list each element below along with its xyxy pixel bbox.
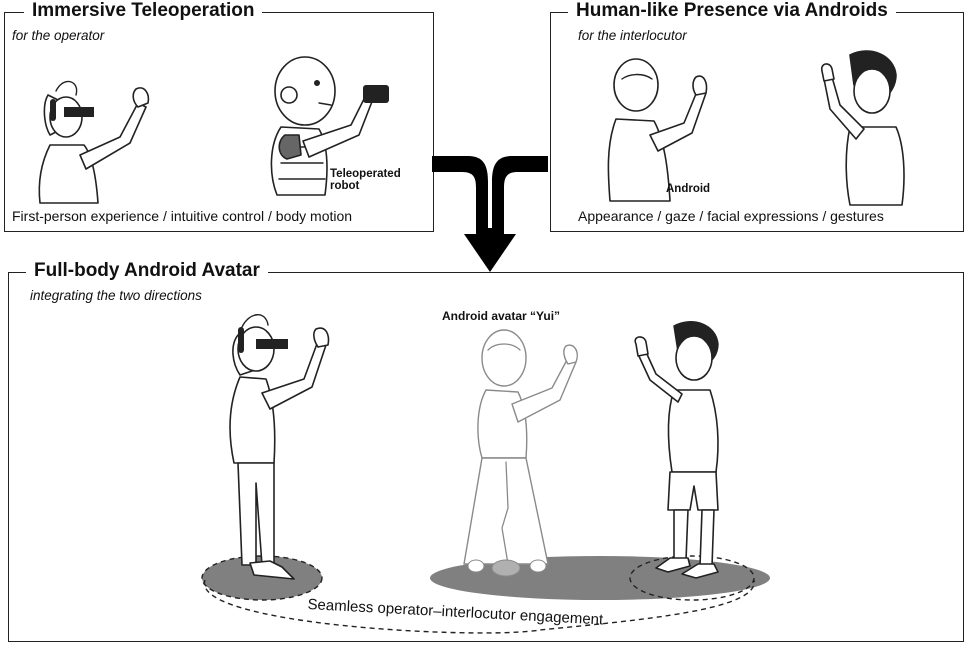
operator-hand	[132, 87, 150, 108]
android-avatar-yui	[463, 329, 578, 577]
merge-arrow-icon	[432, 156, 548, 272]
robot-ear	[280, 86, 298, 104]
interlocutor-large-shirt	[667, 389, 719, 473]
panel-subtitle-interlocutor: for the interlocutor	[578, 28, 687, 43]
caption-teleoperation: First-person experience / intuitive cont…	[12, 208, 353, 224]
robot-shoulder	[278, 134, 302, 160]
operator-ground-shadow	[201, 555, 323, 601]
robot-mouth	[318, 102, 332, 106]
panel-full-body-android-avatar	[8, 272, 964, 642]
android-head-seam	[621, 73, 653, 80]
vr-headset-icon	[64, 107, 94, 117]
panel-title-presence: Human-like Presence via Androids	[568, 0, 896, 22]
interlocutor-large-shoe-right	[681, 563, 719, 579]
operator-large-legs	[237, 462, 275, 566]
headphone-icon	[50, 99, 56, 121]
vr-headset-large-icon	[256, 339, 288, 349]
interlocutor-large-shorts	[667, 471, 719, 511]
interlocutor-head	[853, 68, 891, 114]
robot-head	[274, 56, 336, 126]
headphone-large-icon	[238, 327, 244, 353]
operator-figure-large	[229, 314, 330, 580]
yui-skirt-seam	[501, 461, 509, 565]
robot-eye	[314, 80, 320, 86]
android-label: Android	[666, 183, 711, 195]
operator-large-torso	[229, 376, 276, 464]
interlocutor-figure-large	[634, 321, 719, 579]
interlocutor-large-hand	[634, 336, 649, 357]
caption-presence: Appearance / gaze / facial expressions /…	[578, 208, 884, 224]
interlocutor-large-shoe-left	[655, 557, 691, 573]
avatar-yui-label: Android avatar “Yui”	[442, 309, 561, 323]
yui-hand	[563, 344, 578, 365]
panel-title-full-body: Full-body Android Avatar	[26, 260, 268, 282]
headphone-large-band	[241, 314, 269, 328]
robot-label-line1: Teleoperated	[330, 168, 401, 180]
robot-held-device-icon	[363, 85, 389, 103]
teleoperated-robot	[270, 56, 389, 196]
operator-large-shoe	[249, 560, 295, 580]
robot-label: Teleoperated robot	[330, 168, 401, 192]
robot-label-line2: robot	[330, 180, 360, 192]
yui-base-right	[529, 559, 547, 573]
operator-large-hand	[313, 327, 330, 348]
panel-subtitle-operator: for the operator	[12, 28, 105, 43]
yui-head	[481, 329, 527, 387]
android-head	[613, 58, 659, 112]
operator-figure-small	[38, 80, 150, 204]
yui-base-left	[467, 559, 485, 573]
headphone-band	[55, 80, 78, 96]
operator-arm	[79, 102, 147, 170]
android-hand	[692, 75, 708, 96]
interlocutor-shirt	[845, 126, 905, 206]
yui-head-seam	[487, 343, 521, 351]
engagement-dashed-path	[204, 579, 755, 634]
interlocutor-hand	[820, 63, 835, 82]
yui-skirt	[463, 457, 549, 565]
interlocutor-large-head	[675, 335, 713, 381]
yui-base-wheel	[491, 559, 521, 577]
yui-torso	[477, 389, 528, 459]
panel-subtitle-integrating: integrating the two directions	[30, 288, 202, 303]
interlocutor-figure-small	[820, 50, 905, 206]
panel-title-immersive: Immersive Teleoperation	[24, 0, 263, 22]
interlocutor-ground-circle	[629, 555, 755, 601]
android-figure-small	[607, 58, 708, 202]
